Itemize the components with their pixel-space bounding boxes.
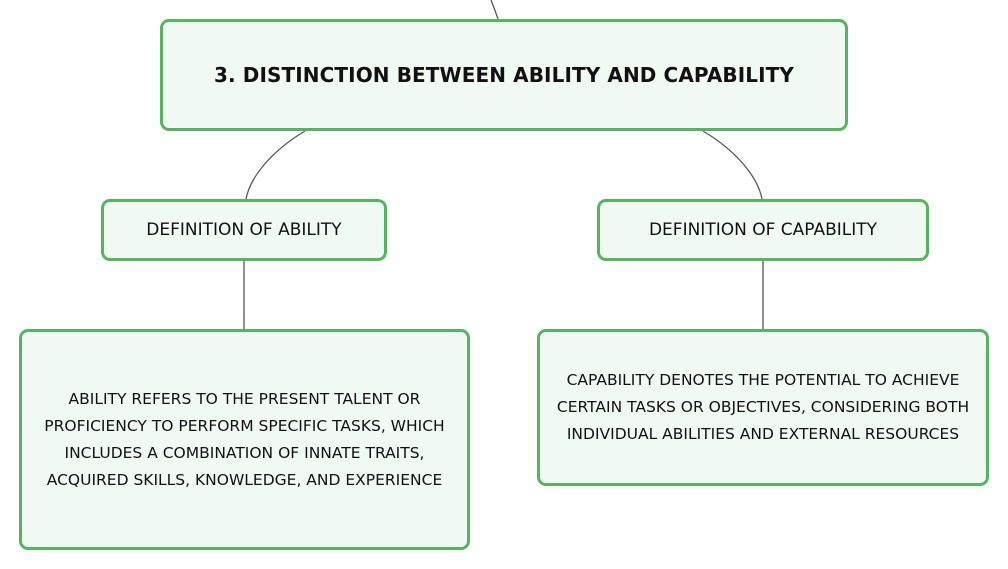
root-topic-label: 3. DISTINCTION BETWEEN ABILITY AND CAPAB… [213, 63, 795, 87]
ability-description-node[interactable]: ABILITY REFERS TO THE PRESENT TALENT OR … [19, 329, 470, 550]
connector-root-to-capability [702, 130, 763, 200]
ability-definition-label: DEFINITION OF ABILITY [146, 220, 342, 240]
capability-description-node[interactable]: CAPABILITY DENOTES THE POTENTIAL TO ACHI… [537, 329, 989, 486]
capability-definition-label: DEFINITION OF CAPABILITY [648, 220, 878, 240]
connector-from-parent [490, 0, 499, 20]
connector-root-to-ability [245, 130, 306, 200]
ability-description-text: ABILITY REFERS TO THE PRESENT TALENT OR … [44, 389, 445, 489]
capability-description-text: CAPABILITY DENOTES THE POTENTIAL TO ACHI… [556, 371, 970, 443]
ability-definition-node[interactable]: DEFINITION OF ABILITY [101, 199, 387, 261]
root-topic-node[interactable]: 3. DISTINCTION BETWEEN ABILITY AND CAPAB… [160, 19, 848, 131]
capability-definition-node[interactable]: DEFINITION OF CAPABILITY [597, 199, 929, 261]
